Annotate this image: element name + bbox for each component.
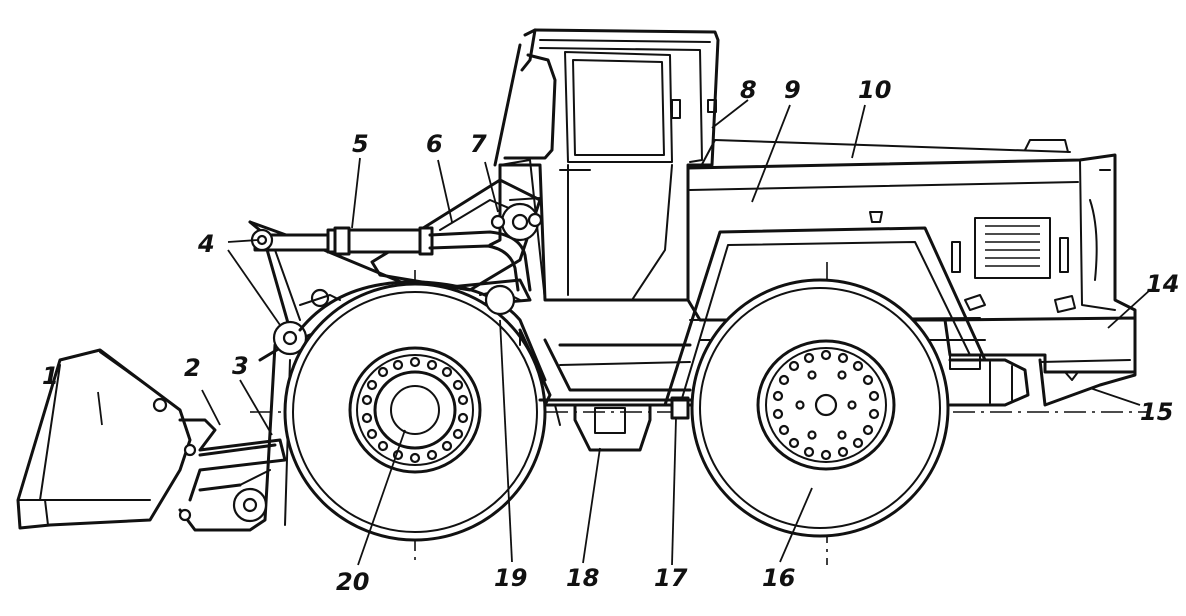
label-4: 4 <box>197 230 215 258</box>
label-6: 6 <box>426 130 443 158</box>
label-8: 8 <box>740 76 757 104</box>
bucket <box>16 348 192 530</box>
part-labels: 1 2 3 4 5 6 7 8 9 10 14 15 16 17 18 19 2… <box>42 76 1179 596</box>
label-10: 10 <box>858 76 891 104</box>
hydraulic-cylinder <box>250 202 543 292</box>
operator-cab <box>488 28 720 302</box>
front-wheel-bolts <box>361 356 469 464</box>
label-9: 9 <box>784 76 801 104</box>
label-15: 15 <box>1140 398 1173 426</box>
bucket-linkage <box>178 418 287 523</box>
label-3: 3 <box>232 352 249 380</box>
front-fender <box>298 280 547 382</box>
chassis-frame <box>518 328 702 452</box>
label-1: 1 <box>42 362 59 390</box>
label-18: 18 <box>566 564 599 592</box>
label-19: 19 <box>494 564 527 592</box>
label-2: 2 <box>184 354 201 382</box>
leader-lines <box>97 99 1151 566</box>
label-16: 16 <box>762 564 795 592</box>
boom-pivot <box>272 288 341 356</box>
rear-frame <box>943 316 1137 407</box>
label-5: 5 <box>352 130 369 158</box>
label-7: 7 <box>470 130 487 158</box>
label-14: 14 <box>1146 270 1179 298</box>
rear-wheel <box>690 278 950 538</box>
front-wheel <box>283 282 547 542</box>
label-17: 17 <box>654 564 688 592</box>
label-20: 20 <box>336 568 369 596</box>
rear-wheel-bolts <box>772 349 880 461</box>
